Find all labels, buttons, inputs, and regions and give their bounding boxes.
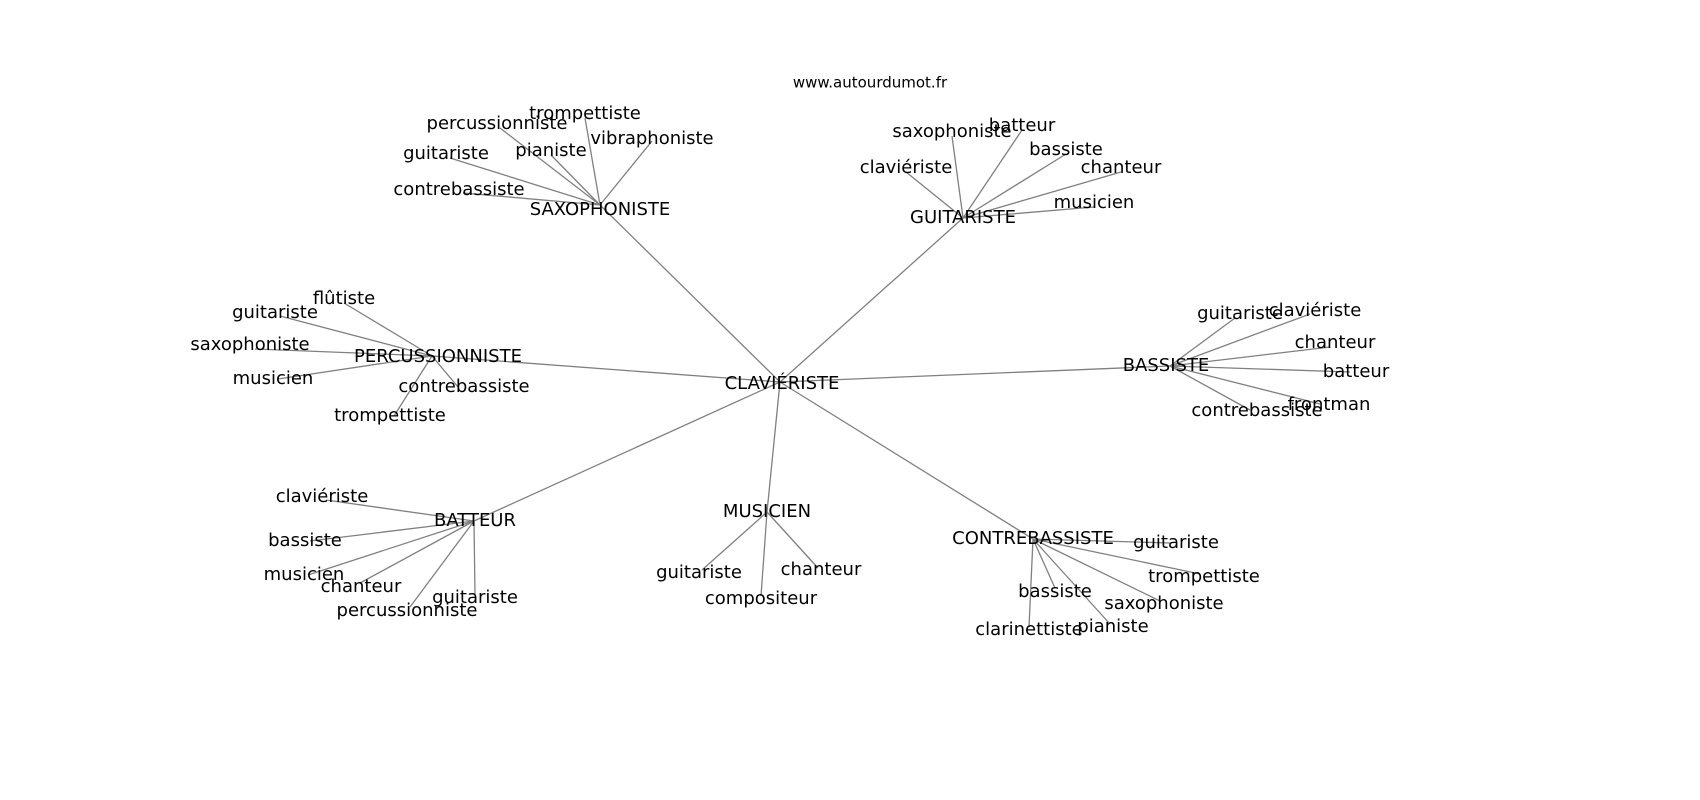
leaf-node-saxophoniste-5: contrebassiste: [393, 179, 524, 200]
leaf-node-guitariste-3: claviériste: [860, 157, 953, 178]
leaf-node-guitariste-5: musicien: [1054, 192, 1135, 213]
edge-center-percussionniste: [431, 355, 781, 383]
edge-center-contrebassiste: [779, 381, 1034, 540]
edge-center-guitariste: [779, 217, 964, 383]
leaf-node-contrebassiste-1: trompettiste: [1148, 566, 1260, 587]
edge-bassiste-2: [1169, 346, 1331, 367]
leaf-node-saxophoniste-4: guitariste: [403, 143, 489, 164]
leaf-node-batteur-5: percussionniste: [337, 600, 478, 621]
edge-musicien-0: [701, 511, 768, 571]
edge-percussionniste-0: [343, 302, 433, 357]
edge-center-saxophoniste: [599, 204, 781, 383]
edge-bassiste-4: [1169, 365, 1251, 411]
edge-batteur-3: [359, 520, 475, 584]
leaf-node-saxophoniste-3: pianiste: [515, 140, 586, 161]
leaf-node-saxophoniste-2: vibraphoniste: [590, 128, 713, 149]
center-node-label: CLAVIÉRISTE: [725, 372, 840, 394]
edge-contrebassiste-1: [1032, 538, 1201, 575]
leaf-node-musicien-0: guitariste: [656, 562, 742, 583]
edge-contrebassiste-2: [1032, 538, 1056, 589]
leaf-node-bassiste-0: guitariste: [1197, 303, 1283, 324]
leaf-node-bassiste-4: contrebassiste: [1191, 400, 1322, 421]
leaf-node-contrebassiste-3: saxophoniste: [1104, 593, 1223, 614]
edge-bassiste-1: [1169, 313, 1311, 367]
leaf-node-musicien-1: chanteur: [781, 559, 862, 580]
cluster-node-percussionniste: PERCUSSIONNISTE: [354, 346, 522, 367]
edge-saxophoniste-5: [462, 192, 601, 206]
edge-batteur-5: [409, 520, 475, 608]
edge-saxophoniste-4: [449, 157, 601, 206]
graph-edges: [254, 117, 1351, 628]
edge-musicien-2: [760, 511, 768, 597]
edge-saxophoniste-1: [499, 127, 601, 206]
edge-percussionniste-3: [277, 355, 433, 380]
edge-guitariste-3: [905, 171, 964, 219]
edge-center-batteur: [473, 381, 781, 522]
edge-contrebassiste-4: [1028, 538, 1034, 628]
leaf-node-saxophoniste-1: percussionniste: [427, 113, 568, 134]
edge-saxophoniste-0: [584, 117, 601, 206]
leaf-node-bassiste-1: claviériste: [1269, 300, 1362, 321]
edge-guitariste-4: [962, 171, 1122, 219]
leaf-node-batteur-2: musicien: [264, 564, 345, 585]
leaf-node-percussionniste-3: musicien: [233, 368, 314, 389]
leaf-node-percussionniste-5: trompettiste: [334, 405, 446, 426]
leaf-node-contrebassiste-5: pianiste: [1077, 616, 1148, 637]
edge-percussionniste-1: [279, 315, 433, 357]
edge-guitariste-2: [962, 153, 1067, 219]
edge-batteur-4: [473, 520, 476, 596]
edge-center-musicien: [766, 381, 781, 513]
leaf-node-musicien-2: compositeur: [705, 588, 818, 609]
leaf-node-percussionniste-2: saxophoniste: [190, 334, 309, 355]
leaf-node-guitariste-4: chanteur: [1081, 157, 1162, 178]
edge-center-bassiste: [779, 365, 1171, 383]
edge-percussionniste-5: [393, 355, 433, 417]
leaf-node-bassiste-5: frontman: [1288, 394, 1371, 415]
cluster-node-musicien: MUSICIEN: [723, 501, 811, 522]
leaf-node-bassiste-3: batteur: [1323, 361, 1390, 382]
cluster-node-bassiste: BASSISTE: [1123, 355, 1210, 376]
edge-guitariste-1: [962, 129, 1023, 219]
edge-percussionniste-4: [431, 355, 459, 388]
leaf-node-contrebassiste-2: bassiste: [1018, 581, 1092, 602]
edge-contrebassiste-3: [1032, 538, 1161, 602]
source-url: www.autourdumot.fr: [793, 74, 948, 92]
edge-guitariste-0: [951, 135, 964, 219]
leaf-node-batteur-4: guitariste: [432, 587, 518, 608]
edge-bassiste-5: [1169, 365, 1321, 405]
leaf-node-contrebassiste-4: clarinettiste: [975, 619, 1082, 640]
edge-bassiste-0: [1169, 317, 1236, 367]
leaf-node-batteur-1: bassiste: [268, 530, 342, 551]
edge-musicien-1: [766, 511, 819, 569]
cluster-node-batteur: BATTEUR: [434, 510, 516, 531]
edge-bassiste-3: [1169, 365, 1351, 373]
edge-batteur-1: [309, 520, 475, 542]
cluster-node-guitariste: GUITARISTE: [910, 207, 1016, 228]
edge-percussionniste-2: [254, 348, 433, 357]
edge-saxophoniste-2: [599, 140, 653, 206]
cluster-node-saxophoniste: SAXOPHONISTE: [530, 199, 671, 220]
edge-saxophoniste-3: [550, 154, 601, 206]
leaf-node-guitariste-0: saxophoniste: [892, 121, 1011, 142]
leaf-node-percussionniste-4: contrebassiste: [398, 376, 529, 397]
leaf-node-batteur-0: claviériste: [276, 486, 369, 507]
cluster-node-contrebassiste: CONTREBASSISTE: [952, 528, 1114, 549]
graph-labels: CLAVIÉRISTESAXOPHONISTEtrompettistepercu…: [190, 103, 1389, 640]
leaf-node-bassiste-2: chanteur: [1295, 332, 1376, 353]
leaf-node-guitariste-1: batteur: [989, 115, 1056, 136]
edge-contrebassiste-5: [1032, 538, 1111, 625]
leaf-node-batteur-3: chanteur: [321, 576, 402, 597]
leaf-node-percussionniste-0: flûtiste: [313, 288, 375, 309]
edge-contrebassiste-0: [1032, 538, 1171, 544]
leaf-node-guitariste-2: bassiste: [1029, 139, 1103, 160]
edge-batteur-0: [325, 499, 475, 522]
leaf-node-contrebassiste-0: guitariste: [1133, 532, 1219, 553]
leaf-node-saxophoniste-0: trompettiste: [529, 103, 641, 124]
edge-batteur-2: [307, 520, 475, 576]
edge-guitariste-5: [962, 206, 1095, 219]
leaf-node-percussionniste-1: guitariste: [232, 302, 318, 323]
